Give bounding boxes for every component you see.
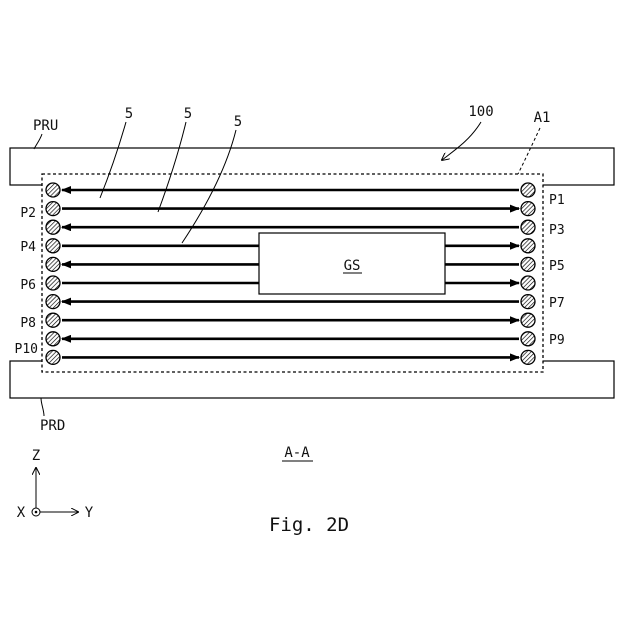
label-prd: PRD [40,418,65,434]
port-circle-left [46,332,60,346]
port-circle-right [521,220,535,234]
port-label-p9: P9 [549,333,565,348]
port-circle-left [46,220,60,234]
port-circle-right [521,295,535,309]
port-circle-left [46,295,60,309]
port-label-p4: P4 [20,240,36,255]
port-circle-left [46,202,60,216]
label-5-a: 5 [125,106,133,122]
label-5-c: 5 [234,114,242,130]
label-100: 100 [468,104,493,120]
port-label-p7: P7 [549,296,565,311]
gs-label: GS [344,258,361,274]
port-circle-right [521,202,535,216]
port-label-p1: P1 [549,193,565,208]
port-label-p5: P5 [549,259,565,274]
x-axis-dot [35,511,38,514]
port-label-p10: P10 [15,342,38,357]
port-label-p2: P2 [20,206,36,221]
port-circle-left [46,313,60,327]
label-pru: PRU [33,118,58,134]
port-label-p8: P8 [20,316,36,331]
port-circle-right [521,239,535,253]
port-circle-left [46,239,60,253]
port-circle-left [46,183,60,197]
axis-label-x: X [17,505,26,521]
axis-label-y: Y [85,505,94,521]
label-a1: A1 [534,110,551,126]
port-circle-right [521,183,535,197]
port-label-p6: P6 [20,278,36,293]
axis-label-z: Z [32,448,40,464]
port-circle-right [521,257,535,271]
port-circle-right [521,332,535,346]
port-circle-left [46,350,60,364]
port-circle-left [46,257,60,271]
label-5-b: 5 [184,106,192,122]
port-circle-right [521,350,535,364]
port-circle-right [521,313,535,327]
leader-pru [34,134,42,149]
leader-prd [41,398,44,416]
figure-caption: Fig. 2D [269,514,349,536]
section-label: A-A [284,445,310,461]
port-circle-right [521,276,535,290]
port-circle-left [46,276,60,290]
port-label-p3: P3 [549,223,565,238]
